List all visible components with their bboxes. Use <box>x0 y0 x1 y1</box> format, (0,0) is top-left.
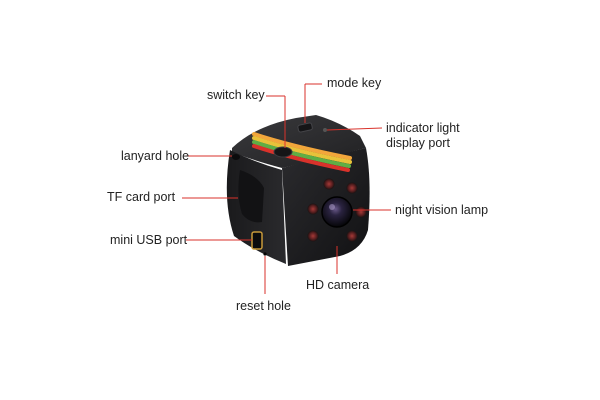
night-vision-lamps <box>307 178 367 242</box>
label-indicator-light: indicator light display port <box>386 121 460 151</box>
leader-lines <box>182 83 391 294</box>
label-reset-hole: reset hole <box>236 299 291 313</box>
tf-card-slot <box>238 170 264 223</box>
label-hd-camera: HD camera <box>306 278 370 292</box>
label-night-vision-lamp: night vision lamp <box>395 203 489 217</box>
label-switch-key: switch key <box>207 88 265 102</box>
label-mini-usb-port: mini USB port <box>110 233 188 247</box>
hd-camera-lens-glint <box>329 204 335 210</box>
hd-camera-lens <box>321 196 353 228</box>
reset-hole-dot <box>263 252 267 256</box>
label-mode-key: mode key <box>327 76 382 90</box>
label-lanyard-hole: lanyard hole <box>121 149 190 163</box>
switch-key-button <box>273 146 293 158</box>
label-display-port-line2: display port <box>386 136 450 150</box>
rainbow-stripe <box>252 132 352 172</box>
indicator-light-dot <box>323 128 327 132</box>
mini-usb-port <box>251 231 263 250</box>
label-tf-card-port: TF card port <box>107 190 176 204</box>
mode-key-button <box>297 122 313 133</box>
label-indicator-light-line1: indicator light <box>386 121 460 135</box>
lanyard-hole <box>232 154 240 160</box>
